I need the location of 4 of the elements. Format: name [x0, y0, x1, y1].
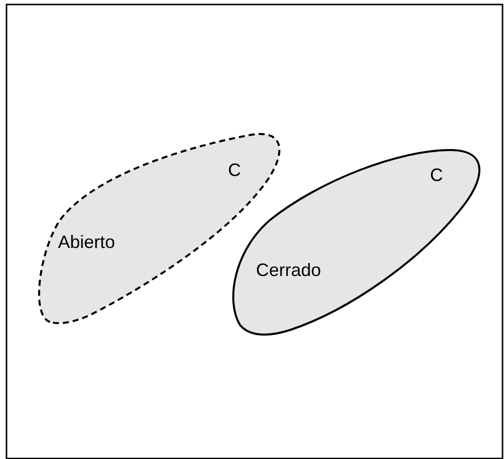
point-label: C [228, 160, 241, 180]
region-label: Cerrado [256, 260, 322, 280]
point-label: C [430, 165, 443, 185]
region-label: Abierto [58, 232, 116, 252]
